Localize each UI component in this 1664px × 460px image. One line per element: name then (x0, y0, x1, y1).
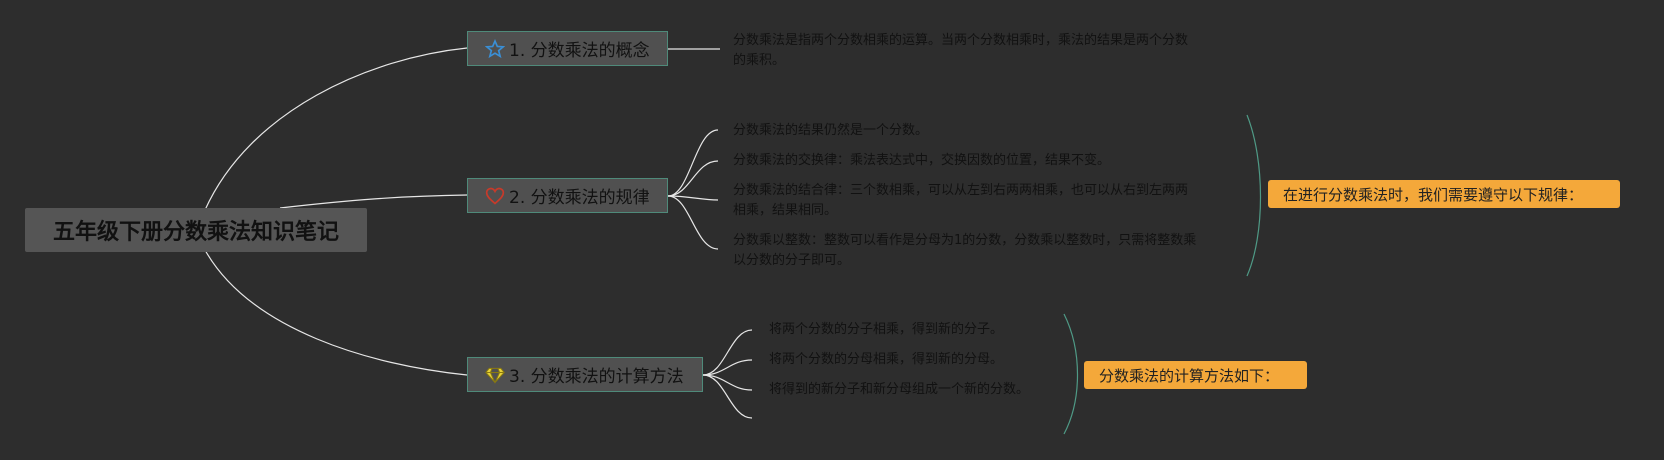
star-icon (485, 38, 505, 59)
connector-branch-3-leaf-4 (702, 374, 753, 419)
branch-label-concept: 1. 分数乘法的概念 (509, 41, 650, 61)
branch-label-rules: 2. 分数乘法的规律 (509, 188, 650, 208)
connector-branch-3-leaf-3 (702, 374, 753, 391)
leaf-concept-line-1: 分数乘法是指两个分数相乘的运算。当两个分数相乘时，乘法的结果是两个分数 (733, 33, 1189, 48)
summary-calculation-label: 分数乘法的计算方法如下： (1099, 366, 1280, 385)
branch-label-calculation: 3. 分数乘法的计算方法 (509, 367, 684, 387)
leaf-calc-step-1: 将两个分数的分子相乘，得到新的分子。 (769, 322, 1004, 337)
connector-root-branch-1 (204, 47, 468, 211)
summary-rules[interactable]: 在进行分数乘法时，我们需要遵守以下规律： (1268, 180, 1620, 208)
connector-root-branch-3 (204, 249, 468, 376)
leaf-calc-step-3: 将得到的新分子和新分母组成一个新的分数。 (769, 382, 1030, 397)
leaf-rules-integer-line-1: 分数乘以整数：整数可以看作是分母为1的分数，分数乘以整数时，只需将整数乘 (733, 233, 1197, 248)
root-node[interactable]: 五年级下册分数乘法知识笔记 (25, 208, 367, 252)
leaf-concept-line-2: 的乘积。 (733, 53, 786, 68)
leaf-rules-integer-line-2: 以分数的分子即可。 (733, 253, 851, 268)
connector-branch-2-leaf-2 (667, 160, 719, 197)
connector-branch-3-leaf-2 (702, 359, 753, 376)
branch-node-calculation[interactable]: 3. 分数乘法的计算方法 (467, 357, 703, 392)
connector-root-branch-2 (279, 194, 468, 209)
root-title: 五年级下册分数乘法知识笔记 (52, 220, 339, 245)
heart-icon (485, 186, 505, 206)
leaf-rules-result: 分数乘法的结果仍然是一个分数。 (733, 123, 929, 138)
leaf-calc-step-2: 将两个分数的分母相乘，得到新的分母。 (769, 352, 1004, 367)
summary-rules-label: 在进行分数乘法时，我们需要遵守以下规律： (1283, 185, 1584, 204)
branch-node-rules[interactable]: 2. 分数乘法的规律 (467, 178, 668, 213)
connector-branch-2-leaf-4 (667, 195, 719, 250)
leaf-rules-commutative: 分数乘法的交换律：乘法表达式中，交换因数的位置，结果不变。 (733, 153, 1111, 168)
summary-bracket-3 (1063, 313, 1079, 435)
connector-branch-3-leaf-1 (702, 329, 753, 376)
summary-bracket-2 (1246, 114, 1262, 277)
branch-node-concept[interactable]: 1. 分数乘法的概念 (467, 31, 668, 66)
leaf-rules-associative-line-1: 分数乘法的结合律：三个数相乘，可以从左到右两两相乘，也可以从右到左两两 (733, 183, 1189, 198)
connector-branch-2-leaf-1 (667, 129, 719, 197)
summary-calculation[interactable]: 分数乘法的计算方法如下： (1084, 361, 1307, 389)
connector-branch-2-leaf-3 (667, 195, 719, 201)
leaf-rules-associative-line-2: 相乘，结果相同。 (733, 203, 838, 218)
diamond-icon (485, 365, 505, 385)
